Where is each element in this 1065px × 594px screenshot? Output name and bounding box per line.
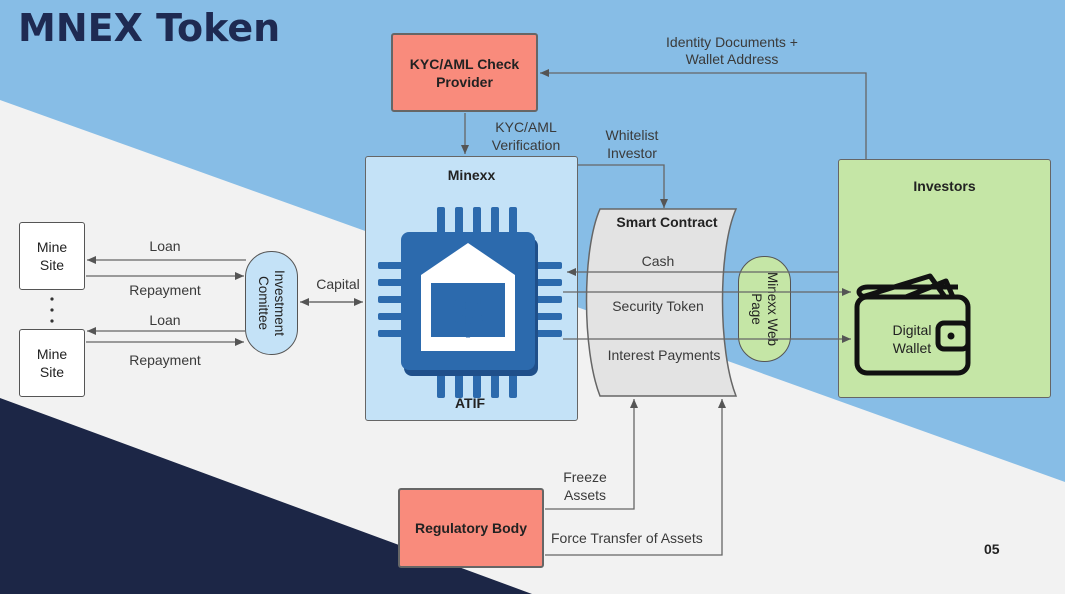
force-transfer-label: Force Transfer of Assets [551,530,703,546]
wallet-label-line2: Wallet [892,340,932,356]
atif-label: ATIF [454,395,486,411]
identity-docs-label-2: Wallet Address [685,51,779,67]
kyc-verification-label-2: Verification [491,137,561,153]
page-title: MNEX Token [18,6,281,50]
investors-box [838,159,1051,398]
loan-label-2: Loan [149,312,181,328]
kyc-verification-label-1: KYC/AML [495,119,557,135]
identity-docs-label-1: Identity Documents + [666,34,798,50]
regulatory-body-box: Regulatory Body [398,488,544,568]
investment-committee-pill [245,251,298,355]
freeze-label-1: Freeze [563,469,607,485]
investors-label: Investors [913,178,976,194]
kyc-provider-line1: KYC/AML Check [409,55,520,72]
mine-site-2-line1: Mine [36,346,68,362]
capital-label: Capital [316,276,360,292]
regulatory-body-label: Regulatory Body [414,520,527,536]
freeze-label-2: Assets [563,487,606,503]
cash-label: Cash [641,253,675,269]
repayment-label-2: Repayment [129,352,201,368]
kyc-provider-line2: Provider [436,73,493,90]
minexx-label: Minexx [447,167,496,183]
mine-site-1-line1: Mine [36,239,68,255]
wallet-label-line1: Digital [892,322,932,338]
repayment-label-1: Repayment [129,282,201,298]
loan-label-1: Loan [149,238,181,254]
security-token-label: Security Token [612,298,704,314]
minexx-web-page-pill [738,256,791,362]
whitelist-label-1: Whitelist [605,127,659,143]
whitelist-label-2: Investor [607,145,657,161]
mine-site-2-line2: Site [39,364,65,380]
interest-payments-label: Interest Payments [607,347,721,363]
mine-site-1-line2: Site [39,257,65,273]
svg-text:$: $ [450,283,486,343]
page-number: 05 [984,541,1000,557]
smart-contract-label: Smart Contract [616,214,718,230]
